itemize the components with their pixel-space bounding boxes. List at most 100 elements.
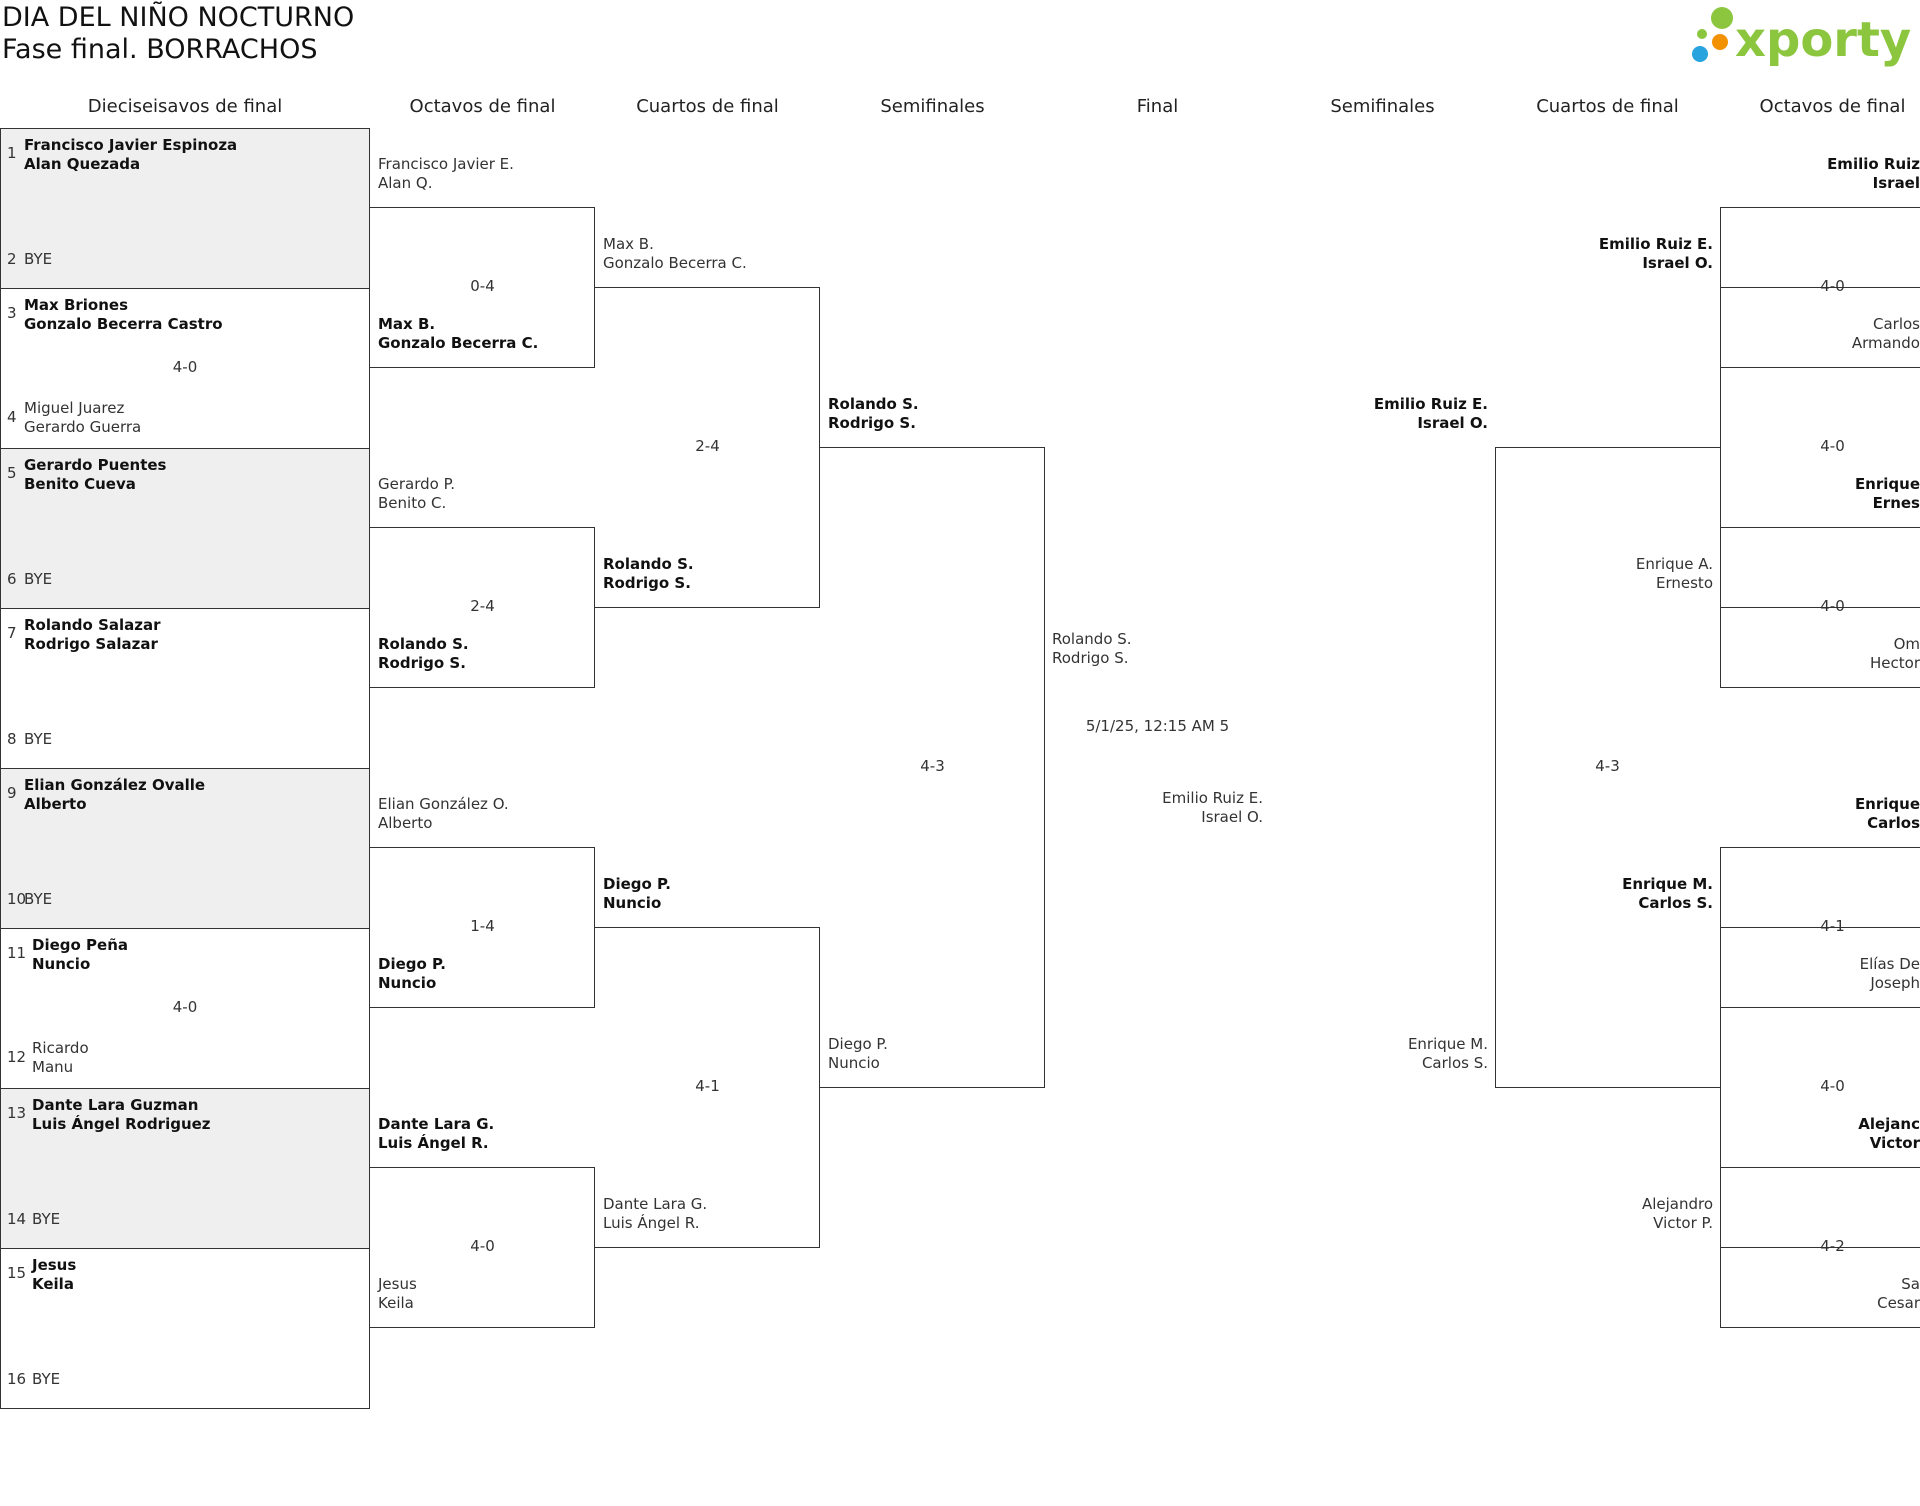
- match-score: 4-0: [1820, 277, 1845, 295]
- sf-right-match[interactable]: [1495, 447, 1720, 1088]
- final-team-line: Israel O.: [1201, 808, 1263, 826]
- r32-match[interactable]: [0, 768, 370, 929]
- final-team-line: Rodrigo S.: [1052, 649, 1129, 667]
- team-line: Enrique: [1854, 475, 1920, 493]
- r16-left-match[interactable]: [370, 847, 595, 1008]
- match-score: 4-1: [1820, 917, 1845, 935]
- team-line: Gonzalo Becerra C.: [378, 334, 539, 352]
- team-line: Nuncio: [378, 974, 437, 992]
- team-line: Rolando S.: [378, 635, 469, 653]
- team-line: Rodrigo S.: [828, 414, 916, 432]
- match-score: 4-2: [1820, 1237, 1845, 1255]
- team-line: Jesus: [378, 1275, 417, 1293]
- team-line: Carlos S.: [1421, 1054, 1488, 1072]
- team-line: Rolando S.: [828, 395, 919, 413]
- r16-right-match[interactable]: [1720, 1167, 1920, 1328]
- r16-left-match[interactable]: [370, 1167, 595, 1328]
- bye-label: BYE: [32, 1370, 61, 1388]
- seed-number: 8: [7, 730, 17, 748]
- header-qf-right: Cuartos de final: [1536, 96, 1679, 117]
- team-line: Elías De: [1859, 955, 1920, 973]
- match-score: 4-0: [172, 998, 198, 1016]
- r16-left-match[interactable]: [370, 527, 595, 688]
- team-line: Enrique: [1854, 795, 1920, 813]
- player-name: Diego Peña: [32, 936, 128, 954]
- header-r16-right: Octavos de final: [1759, 96, 1906, 117]
- r16-right-match[interactable]: [1720, 527, 1920, 688]
- sf-left-match[interactable]: [820, 447, 1045, 1088]
- team-line: Enrique A.: [1635, 555, 1713, 573]
- team-line: Dante Lara G.: [603, 1195, 708, 1213]
- team-line: Rolando S.: [603, 555, 694, 573]
- player-name: Benito Cueva: [24, 475, 136, 493]
- team-line: Carlos: [1867, 814, 1920, 832]
- team-line: Max B.: [378, 315, 436, 333]
- player-name: Francisco Javier Espinoza: [24, 136, 238, 154]
- team-line: Hector: [1870, 654, 1920, 672]
- team-line: Emilio Ruiz: [1827, 155, 1920, 173]
- team-line: Armando: [1851, 334, 1920, 352]
- final-info: 5/1/25, 12:15 AM 5: [1085, 717, 1230, 735]
- r16-left-match[interactable]: [370, 207, 595, 368]
- team-line: Diego P.: [828, 1035, 888, 1053]
- player-name: Ricardo: [32, 1039, 89, 1057]
- player-name: Gonzalo Becerra Castro: [24, 315, 223, 333]
- team-line: Francisco Javier E.: [378, 155, 514, 173]
- r32-match[interactable]: [0, 1088, 370, 1249]
- player-name: Alberto: [24, 795, 87, 813]
- player-name: Dante Lara Guzman: [32, 1096, 199, 1114]
- r16-right-match[interactable]: [1720, 207, 1920, 368]
- match-score: 4-0: [172, 358, 198, 376]
- player-name: Miguel Juarez: [24, 399, 125, 417]
- team-line: Alejanc: [1858, 1115, 1920, 1133]
- team-line: Enrique M.: [1407, 1035, 1488, 1053]
- seed-number: 5: [7, 464, 17, 482]
- header-r32: Dieciseisavos de final: [87, 96, 283, 117]
- bracket-title: DIA DEL NIÑO NOCTURNO Fase final. BORRAC…: [2, 2, 354, 66]
- player-name: Nuncio: [32, 955, 91, 973]
- player-name: Luis Ángel Rodriguez: [32, 1115, 211, 1133]
- team-line: Emilio Ruiz E.: [1373, 395, 1488, 413]
- team-line: Gerardo P.: [378, 475, 456, 493]
- seed-number: 3: [7, 304, 17, 322]
- seed-number: 6: [7, 570, 17, 588]
- player-name: Manu: [32, 1058, 74, 1076]
- bye-label: BYE: [24, 890, 53, 908]
- logo-text: xporty: [1735, 12, 1911, 68]
- team-line: Alejandro: [1641, 1195, 1713, 1213]
- team-line: Israel O.: [1417, 414, 1488, 432]
- r16-right-match[interactable]: [1720, 847, 1920, 1008]
- seed-number: 4: [7, 408, 17, 426]
- qf-right-match[interactable]: [1720, 287, 1920, 608]
- player-name: Jesus: [32, 1256, 77, 1274]
- qf-left-match[interactable]: [595, 927, 820, 1248]
- seed-number: 16: [7, 1370, 27, 1388]
- team-line: Benito C.: [378, 494, 447, 512]
- match-score: 4-0: [1820, 437, 1845, 455]
- team-line: Joseph: [1870, 974, 1920, 992]
- logo-dot-green: [1711, 7, 1733, 29]
- r32-match[interactable]: [0, 128, 370, 289]
- team-line: Luis Ángel R.: [378, 1134, 489, 1152]
- match-score: 4-1: [695, 1077, 720, 1095]
- team-line: Rodrigo S.: [378, 654, 466, 672]
- team-line: Dante Lara G.: [378, 1115, 495, 1133]
- logo-dot-orange: [1712, 34, 1728, 50]
- team-line: Cesar: [1877, 1294, 1920, 1312]
- team-line: Elian González O.: [378, 795, 509, 813]
- qf-right-match[interactable]: [1720, 927, 1920, 1248]
- player-name: Rolando Salazar: [24, 616, 161, 634]
- final-team-line: Rolando S.: [1052, 630, 1132, 648]
- match-score: 4-0: [1820, 597, 1845, 615]
- seed-number: 10: [7, 890, 27, 908]
- team-line: Alberto: [378, 814, 433, 832]
- team-line: Keila: [378, 1294, 414, 1312]
- player-name: Keila: [32, 1275, 74, 1293]
- player-name: Gerardo Puentes: [24, 456, 167, 474]
- r32-match[interactable]: [0, 448, 370, 609]
- team-line: Victor P.: [1653, 1214, 1713, 1232]
- qf-left-match[interactable]: [595, 287, 820, 608]
- match-score: 2-4: [695, 437, 720, 455]
- r32-match[interactable]: [0, 1248, 370, 1409]
- team-line: Victor: [1869, 1134, 1920, 1152]
